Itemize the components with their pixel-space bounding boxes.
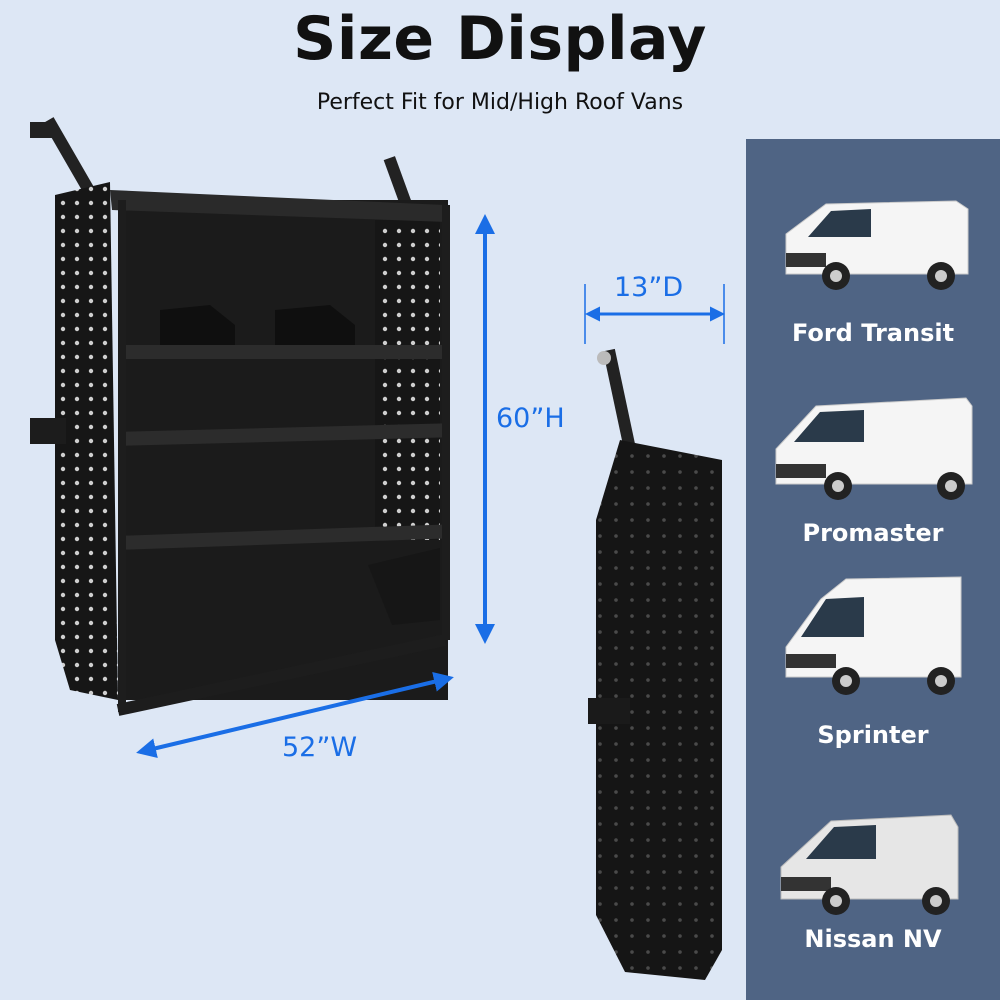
depth-label: 13”D — [614, 272, 684, 303]
side-panel-view — [588, 348, 722, 980]
van-promaster — [746, 384, 1000, 514]
height-label: 60”H — [496, 403, 565, 434]
page-title: Size Display — [293, 4, 707, 74]
van-label-ford-transit: Ford Transit — [791, 319, 955, 347]
van-sprinter — [746, 569, 1000, 709]
van-icon — [780, 814, 959, 915]
van-ford-transit — [746, 179, 1000, 309]
left-bracket — [43, 117, 99, 202]
van-icon — [785, 576, 962, 695]
van-nissan-nv — [746, 799, 1000, 929]
width-arrow — [136, 671, 454, 759]
shelf-unit — [30, 117, 450, 716]
left-side-panel — [55, 182, 118, 700]
van-icon — [785, 200, 969, 290]
page-subtitle: Perfect Fit for Mid/High Roof Vans — [316, 90, 684, 115]
van-label-nissan-nv: Nissan NV — [804, 925, 942, 953]
van-icon — [775, 397, 973, 500]
width-label: 52”W — [282, 732, 358, 763]
van-label-promaster: Promaster — [802, 519, 944, 547]
compatible-vans-panel: Ford Transit Promaster Sprinter — [746, 139, 1000, 1000]
side-mount — [30, 418, 66, 444]
van-label-sprinter: Sprinter — [817, 721, 929, 749]
